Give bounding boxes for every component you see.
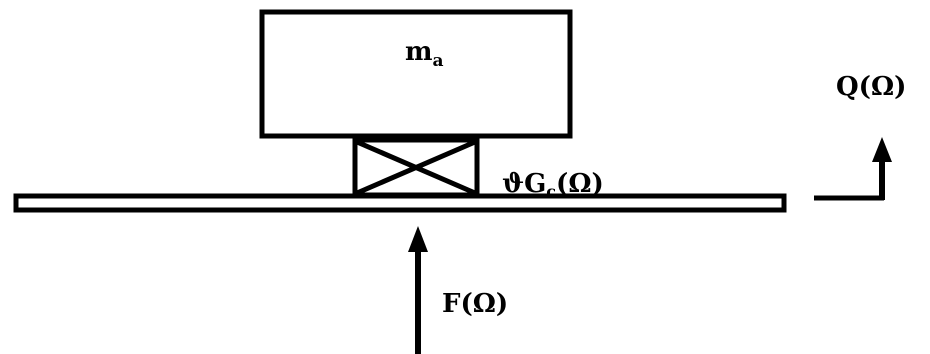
base-plate: [13, 193, 787, 213]
coupling-prefix: ϑ: [502, 169, 524, 199]
response-label: Q(Ω): [836, 72, 906, 102]
response-arrow: [814, 137, 892, 201]
coupling-symbol: G: [524, 169, 546, 199]
coupling-subscript: c: [546, 182, 556, 201]
coupling-cross-line-2: [356, 139, 476, 196]
response-arrow-head: [872, 137, 892, 162]
mass-subscript: a: [433, 51, 444, 71]
force-label: F(Ω): [442, 289, 508, 319]
mass-block: [259, 9, 573, 139]
mass-symbol: m: [405, 37, 433, 67]
coupling-label: ϑGc(Ω): [502, 169, 604, 201]
coupling-element: [352, 137, 480, 198]
force-arrow: [408, 226, 428, 354]
mass-label: ma: [405, 37, 444, 71]
force-arrow-head: [408, 226, 428, 252]
